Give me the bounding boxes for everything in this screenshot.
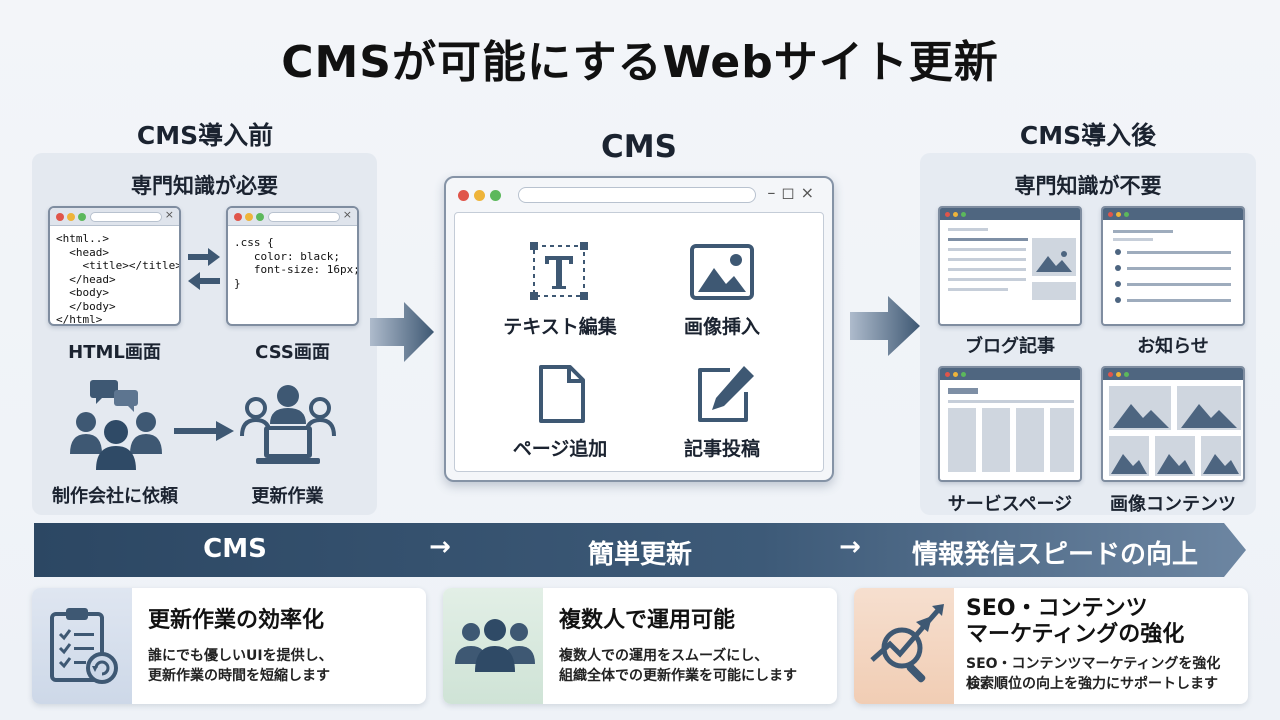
page-label-blog: ブログ記事 <box>965 336 1055 357</box>
agency-people-icon <box>70 380 162 470</box>
benefit-title-efficiency: 更新作業の効率化 <box>148 608 325 633</box>
html-window: × <html..> <head> <title></title> </head… <box>48 206 181 326</box>
window-controls-icon[interactable]: –◻× <box>767 183 820 202</box>
benefit-card-seo: SEO・コンテンツ マーケティングの強化 SEO・コンテンツマーケティングを強化… <box>854 588 1248 704</box>
flow-banner <box>34 523 1246 577</box>
banner-step-speed: 情報発信スピードの向上 <box>911 540 1198 570</box>
css-screen-label: CSS画面 <box>255 342 330 363</box>
benefit-card-team: 複数人で運用可能 複数人での運用をスムーズにし、 組織全体での更新作業を可能にし… <box>443 588 837 704</box>
blog-page-thumb[interactable] <box>938 206 1082 326</box>
feature-label-image[interactable]: 画像挿入 <box>683 316 760 338</box>
request-arrow-icon <box>174 421 234 441</box>
benefit-title-seo-2: マーケティングの強化 <box>966 622 1185 647</box>
page-title: CMSが可能にするWebサイト更新 <box>281 37 999 88</box>
benefit-body-efficiency-2: 更新作業の時間を短縮します <box>148 668 330 684</box>
banner-arrow-2: → <box>839 532 861 562</box>
after-heading: CMS導入後 <box>1019 121 1157 150</box>
cms-heading: CMS <box>601 129 677 165</box>
banner-step-easy-update: 簡単更新 <box>587 540 692 570</box>
service-page-thumb[interactable] <box>938 366 1082 482</box>
news-page-thumb[interactable] <box>1101 206 1245 326</box>
benefit-body-seo-1: SEO・コンテンツマーケティングを強化し、 <box>966 656 1221 692</box>
before-heading: CMS導入前 <box>136 121 274 150</box>
benefit-body-team-2: 組織全体での更新作業を可能にします <box>559 668 797 684</box>
image-content-page-thumb[interactable] <box>1101 366 1245 482</box>
banner-step-cms: CMS <box>203 534 267 564</box>
edit-post-icon[interactable] <box>694 364 756 424</box>
update-work-icon <box>240 385 336 464</box>
gallery-images-icon <box>1109 386 1241 476</box>
update-work-label: 更新作業 <box>251 486 324 507</box>
feature-label-page-add[interactable]: ページ追加 <box>512 438 608 460</box>
html-screen-label: HTML画面 <box>68 342 161 363</box>
text-edit-icon[interactable] <box>528 242 590 300</box>
cms-content <box>454 212 824 472</box>
before-subheading: 専門知識が必要 <box>131 174 278 198</box>
page-label-news: お知らせ <box>1137 336 1209 357</box>
benefit-title-seo-1: SEO・コンテンツ <box>966 596 1148 621</box>
benefit-body-efficiency-1: 誰にでも優しいUIを提供し、 <box>148 648 333 664</box>
feature-label-text-edit[interactable]: テキスト編集 <box>503 316 617 338</box>
banner-arrow-1: → <box>429 532 451 562</box>
css-code: .css { color: black; font-size: 16px; } <box>234 236 359 290</box>
exchange-arrows-icon <box>188 248 220 290</box>
clipboard-checklist-icon <box>50 608 118 684</box>
benefit-body-team-1: 複数人での運用をスムーズにし、 <box>559 648 769 664</box>
benefit-body-seo-2: 検索順位の向上を強力にサポートします <box>966 676 1218 692</box>
after-subheading: 専門知識が不要 <box>1014 174 1162 198</box>
cms-window: –◻× <box>444 176 834 482</box>
page-label-image-content: 画像コンテンツ <box>1110 494 1236 515</box>
team-icon <box>455 619 535 672</box>
benefit-card-efficiency: 更新作業の効率化 誰にでも優しいUIを提供し、 更新作業の時間を短縮します <box>32 588 426 704</box>
seo-growth-icon <box>870 604 944 683</box>
agency-label: 制作会社に依頼 <box>52 486 178 507</box>
page-icon[interactable] <box>538 364 586 424</box>
cms-url-bar[interactable] <box>518 187 756 203</box>
flow-arrow-2-icon <box>850 296 920 356</box>
page-label-service: サービスページ <box>947 494 1073 515</box>
image-icon[interactable] <box>690 244 754 300</box>
flow-arrow-1-icon <box>370 302 434 362</box>
feature-label-post[interactable]: 記事投稿 <box>683 438 760 460</box>
css-window: × .css { color: black; font-size: 16px; … <box>226 206 359 326</box>
benefit-title-team: 複数人で運用可能 <box>559 608 736 633</box>
html-code: <html..> <head> <title></title> </head> … <box>56 232 181 326</box>
